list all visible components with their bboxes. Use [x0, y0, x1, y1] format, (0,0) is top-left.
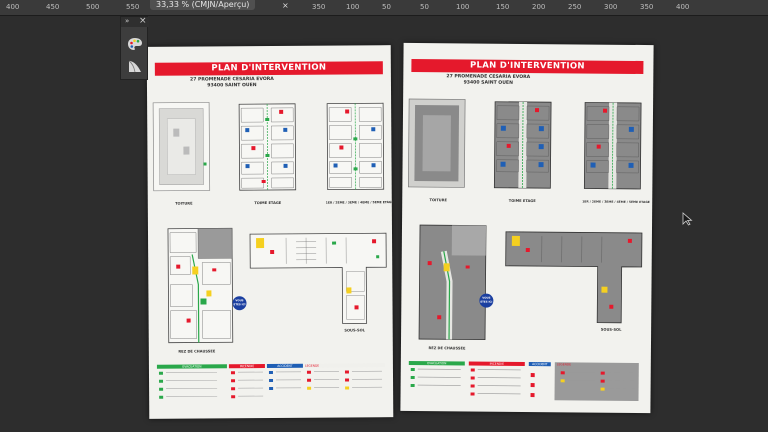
- plan-label: 1ER / 2EME / 3EME / 4EME / 5EME ETAGE: [325, 200, 394, 205]
- ruler-tick: 200: [532, 3, 546, 11]
- page-turn-icon[interactable]: [126, 57, 144, 75]
- plan-label: REZ DE CHAUSSEE: [428, 346, 466, 351]
- ruler-tick: 400: [6, 3, 20, 11]
- palette-icon[interactable]: [126, 35, 144, 53]
- legend-section-header: ACCIDENT: [528, 362, 551, 367]
- floor-plan-ground-floor: [167, 227, 234, 344]
- plan-label: TOIME ETAGE: [254, 200, 282, 206]
- legend-section-header: EVACUATION: [408, 360, 465, 366]
- floor-plan-roof: [152, 102, 211, 192]
- ruler-tick: 100: [456, 3, 470, 11]
- address-block: 27 PROMENADE CESARIA EVORA 93400 SAINT O…: [433, 74, 543, 87]
- ruler-tick: 350: [312, 3, 326, 11]
- you-are-here-badge: VOUS ETES ICI: [479, 293, 494, 308]
- document-tab[interactable]: 33,33 % (CMJN/Aperçu): [150, 0, 256, 10]
- legend-symbols: [410, 367, 635, 398]
- ruler-tick: 100: [346, 3, 360, 11]
- plan-label: TOIME ETAGE: [508, 198, 536, 204]
- top-ruler: 400 450 500 550 33,33 % (CMJN/Aperçu) × …: [0, 0, 768, 16]
- plan-label: TOITURE: [429, 198, 447, 203]
- plan-label: SOUS-SOL: [344, 328, 365, 333]
- ruler-tick: 250: [568, 3, 582, 11]
- ruler-tick: 350: [640, 3, 654, 11]
- floor-plan-ground-floor: [418, 224, 487, 341]
- ruler-tick: 300: [604, 3, 618, 11]
- page-right: PLAN D'INTERVENTION 27 PROMENADE CESARIA…: [400, 42, 654, 414]
- legend-symbols: [158, 370, 383, 399]
- expand-panel-icon[interactable]: »: [125, 17, 130, 25]
- plan-label: TOITURE: [175, 201, 193, 206]
- legend-panel: EVACUATION INCENDIE ACCIDENT LEGENDE: [156, 363, 387, 407]
- floor-plan-basement: [249, 232, 387, 324]
- floor-plan-typical-floor: [583, 102, 642, 190]
- floor-plan-top-floor: [238, 103, 297, 191]
- floor-plan-typical-floor: [326, 102, 385, 190]
- ruler-tick: 50: [420, 3, 429, 11]
- ruler-tick: 400: [676, 3, 690, 11]
- address-line: 93400 SAINT OUEN: [463, 80, 513, 86]
- floor-plan-basement: [505, 231, 643, 324]
- document-canvas[interactable]: PLAN D'INTERVENTION 27 PROMENADE CESARIA…: [0, 16, 768, 432]
- page-title: PLAN D'INTERVENTION: [154, 61, 383, 76]
- address-line: 93400 SAINT OUEN: [207, 83, 257, 89]
- address-block: 27 PROMENADE CESARIA EVORA 93400 SAINT O…: [177, 77, 287, 90]
- plan-label: REZ DE CHAUSSEE: [178, 349, 216, 354]
- tab-close-icon[interactable]: ×: [282, 1, 289, 10]
- ruler-tick: 50: [382, 3, 391, 11]
- plan-label: 1ER / 2EME / 3EME / 4EME / 5EME ETAGE: [582, 199, 650, 205]
- floor-plan-roof: [408, 98, 466, 188]
- mouse-pointer-icon: [682, 212, 693, 226]
- tool-panel: » ×: [120, 16, 149, 80]
- plan-label: SOUS-SOL: [600, 327, 622, 332]
- page-title: PLAN D'INTERVENTION: [411, 58, 644, 75]
- panel-header: » ×: [121, 16, 149, 27]
- page-left: PLAN D'INTERVENTION 27 PROMENADE CESARIA…: [146, 45, 394, 419]
- legend-section-header: LEGENDE: [304, 363, 385, 368]
- ruler-tick: 500: [86, 3, 100, 11]
- legend-section-header: INCENDIE: [468, 361, 525, 366]
- you-are-here-badge: VOUS ETES ICI: [232, 296, 247, 311]
- ruler-tick: 150: [496, 3, 510, 11]
- legend-section-header: INCENDIE: [228, 364, 265, 369]
- legend-panel: EVACUATION INCENDIE ACCIDENT LEGENDE: [408, 360, 640, 405]
- legend-section-header: EVACUATION: [156, 364, 227, 369]
- close-icon[interactable]: ×: [139, 16, 147, 26]
- legend-section-header: ACCIDENT: [266, 363, 303, 369]
- ruler-tick: 550: [126, 3, 140, 11]
- ruler-tick: 450: [46, 3, 60, 11]
- floor-plan-top-floor: [493, 101, 552, 189]
